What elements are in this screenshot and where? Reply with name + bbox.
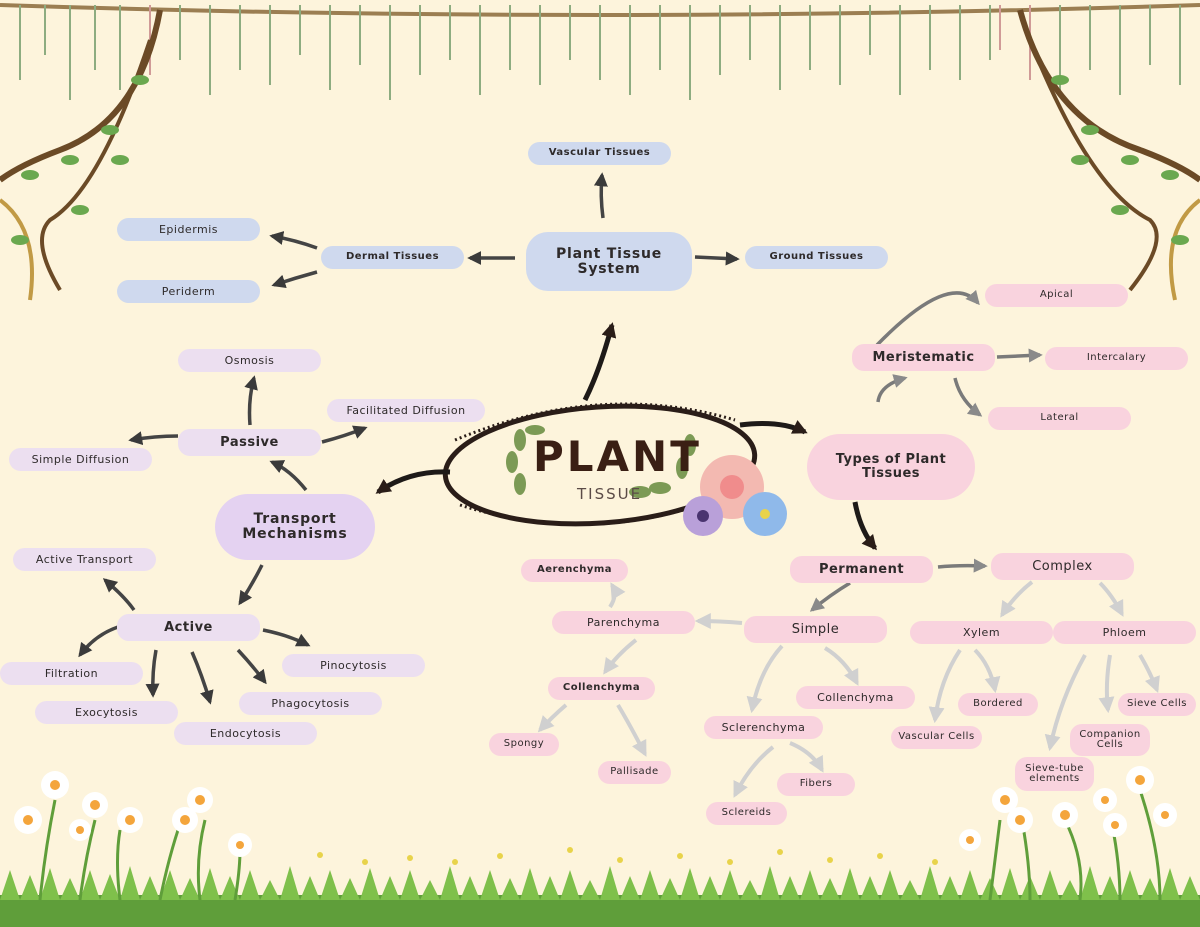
yellow-wildflowers — [317, 847, 938, 865]
node-filtration: Filtration — [0, 662, 143, 685]
node-bordered: Bordered — [958, 693, 1038, 716]
node-collenchyma: Collenchyma — [796, 686, 915, 709]
grey-arrows — [809, 289, 1043, 612]
node-epidermis: Epidermis — [117, 218, 260, 241]
title-sub: TISSUE — [577, 485, 643, 503]
node-pinocytosis: Pinocytosis — [282, 654, 425, 677]
title-wreath — [442, 402, 758, 527]
laurel-leaves — [506, 425, 696, 498]
node-endocytosis: Endocytosis — [174, 722, 317, 745]
node-sieve-tube-elements: Sieve-tube elements — [1015, 757, 1094, 791]
node-aerenchyma: Aerenchyma — [521, 559, 628, 582]
node-active: Active — [117, 614, 260, 641]
title-main: PLANT — [533, 432, 702, 481]
node-facilitated-diffusion: Facilitated Diffusion — [327, 399, 485, 422]
daisies-right — [959, 766, 1177, 901]
node-intercalary: Intercalary — [1045, 347, 1188, 370]
node-simple: Simple — [744, 616, 887, 643]
node-xylem: Xylem — [910, 621, 1053, 644]
node-active-transport: Active Transport — [13, 548, 156, 571]
node-dermal-tissues: Dermal Tissues — [321, 246, 464, 269]
node-simple-diffusion: Simple Diffusion — [9, 448, 152, 471]
node-pallisade: Pallisade — [598, 761, 671, 784]
node-types-of-plant-tissues: Types of Plant Tissues — [807, 434, 975, 500]
node-plant-tissue-system: Plant Tissue System — [526, 232, 692, 291]
daisies-left — [14, 771, 252, 901]
light-arrows — [537, 580, 1160, 798]
node-sclerenchyma: Sclerenchyma — [704, 716, 823, 739]
node-sieve-cells: Sieve Cells — [1118, 693, 1196, 716]
node-collenchyma-sub: Collenchyma — [548, 677, 655, 700]
node-lateral: Lateral — [988, 407, 1131, 430]
flower-bouquet — [683, 455, 787, 536]
node-apical: Apical — [985, 284, 1128, 307]
vine-leaves — [11, 75, 1189, 245]
node-phagocytosis: Phagocytosis — [239, 692, 382, 715]
node-periderm: Periderm — [117, 280, 260, 303]
node-phloem: Phloem — [1053, 621, 1196, 644]
node-transport-mechanisms: Transport Mechanisms — [215, 494, 375, 560]
node-permanent: Permanent — [790, 556, 933, 583]
node-fibers: Fibers — [777, 773, 855, 796]
main-arrows — [375, 322, 877, 551]
node-companion-cells: Companion Cells — [1070, 724, 1150, 756]
node-vascular-cells: Vascular Cells — [891, 726, 982, 749]
grass-border — [0, 866, 1200, 927]
node-exocytosis: Exocytosis — [35, 701, 178, 724]
node-meristematic: Meristematic — [852, 344, 995, 371]
node-parenchyma: Parenchyma — [552, 611, 695, 634]
dark-arrows — [78, 172, 740, 705]
node-sclereids: Sclereids — [706, 802, 787, 825]
node-vascular-tissues: Vascular Tissues — [528, 142, 671, 165]
node-ground-tissues: Ground Tissues — [745, 246, 888, 269]
node-passive: Passive — [178, 429, 321, 456]
node-complex: Complex — [991, 553, 1134, 580]
node-osmosis: Osmosis — [178, 349, 321, 372]
node-spongy: Spongy — [489, 733, 559, 756]
